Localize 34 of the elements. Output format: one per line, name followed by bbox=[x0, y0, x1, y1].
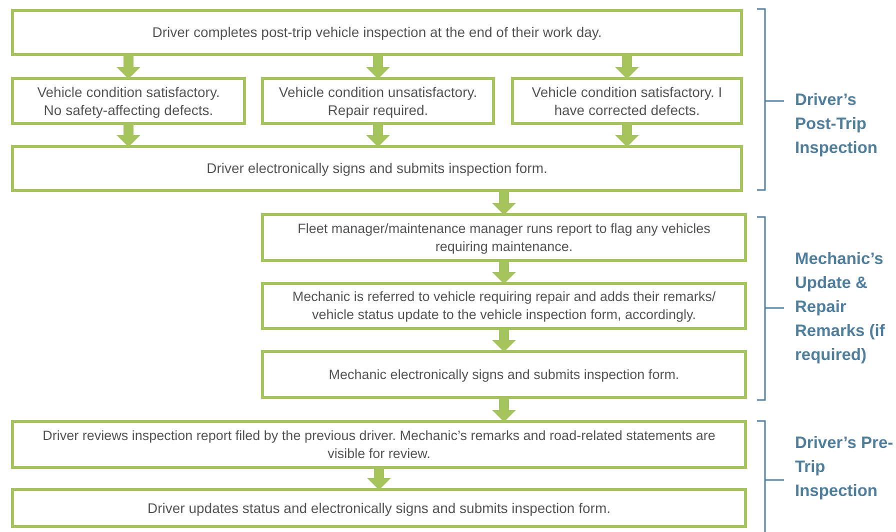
block-arrow bbox=[367, 469, 391, 490]
process-box bbox=[11, 420, 747, 469]
step-text: Mechanic electronically signs and submits inspection form. bbox=[328, 366, 680, 384]
step-text: Vehicle condition satisfactory. No safety-affecting defects. bbox=[36, 82, 221, 120]
process-box bbox=[11, 145, 743, 192]
block-arrow bbox=[116, 56, 140, 79]
process-box bbox=[261, 213, 747, 262]
phase-heading: Driver’s Post-Trip Inspection bbox=[795, 90, 879, 159]
step-text: Driver electronically signs and submits inspection form. bbox=[206, 159, 548, 178]
block-arrow bbox=[366, 125, 390, 147]
block-arrow bbox=[116, 125, 140, 147]
process-box bbox=[261, 282, 747, 330]
process-box bbox=[11, 488, 747, 528]
process-box bbox=[11, 9, 743, 56]
step-text: Driver completes post-trip vehicle inspection at the end of their work day. bbox=[152, 23, 602, 42]
block-arrow bbox=[615, 56, 639, 79]
block-arrow bbox=[615, 125, 639, 147]
step-text: Fleet manager/maintenance manager runs report to flag any vehicles requiring maintenance. bbox=[296, 220, 712, 256]
process-box bbox=[11, 77, 246, 125]
step-text: Vehicle condition unsatisfactory. Repair required. bbox=[278, 82, 478, 120]
block-arrow bbox=[492, 192, 516, 215]
block-arrow bbox=[492, 262, 516, 284]
step-text: Mechanic is referred to vehicle requiring repair and adds their remarks/ vehicle status update to the vehicle inspection form, accordingly. bbox=[291, 288, 717, 324]
phase-heading: Driver’s Pre-Trip Inspection bbox=[795, 433, 894, 502]
process-box bbox=[511, 77, 743, 125]
block-arrow bbox=[492, 330, 516, 352]
phase-heading: Mechanic’s Update & Repair Remarks (if required) bbox=[795, 249, 886, 366]
process-box bbox=[261, 350, 747, 399]
process-box bbox=[261, 77, 495, 125]
step-text: Vehicle condition satisfactory. I have corrected defects. bbox=[530, 82, 724, 120]
block-arrow bbox=[492, 399, 516, 422]
step-text: Driver reviews inspection report filed by the previous driver. Mechanic’s remarks and road-related statements are visible for review. bbox=[42, 426, 716, 462]
block-arrow bbox=[366, 56, 390, 79]
step-text: Driver updates status and electronically signs and submits inspection form. bbox=[148, 498, 610, 518]
